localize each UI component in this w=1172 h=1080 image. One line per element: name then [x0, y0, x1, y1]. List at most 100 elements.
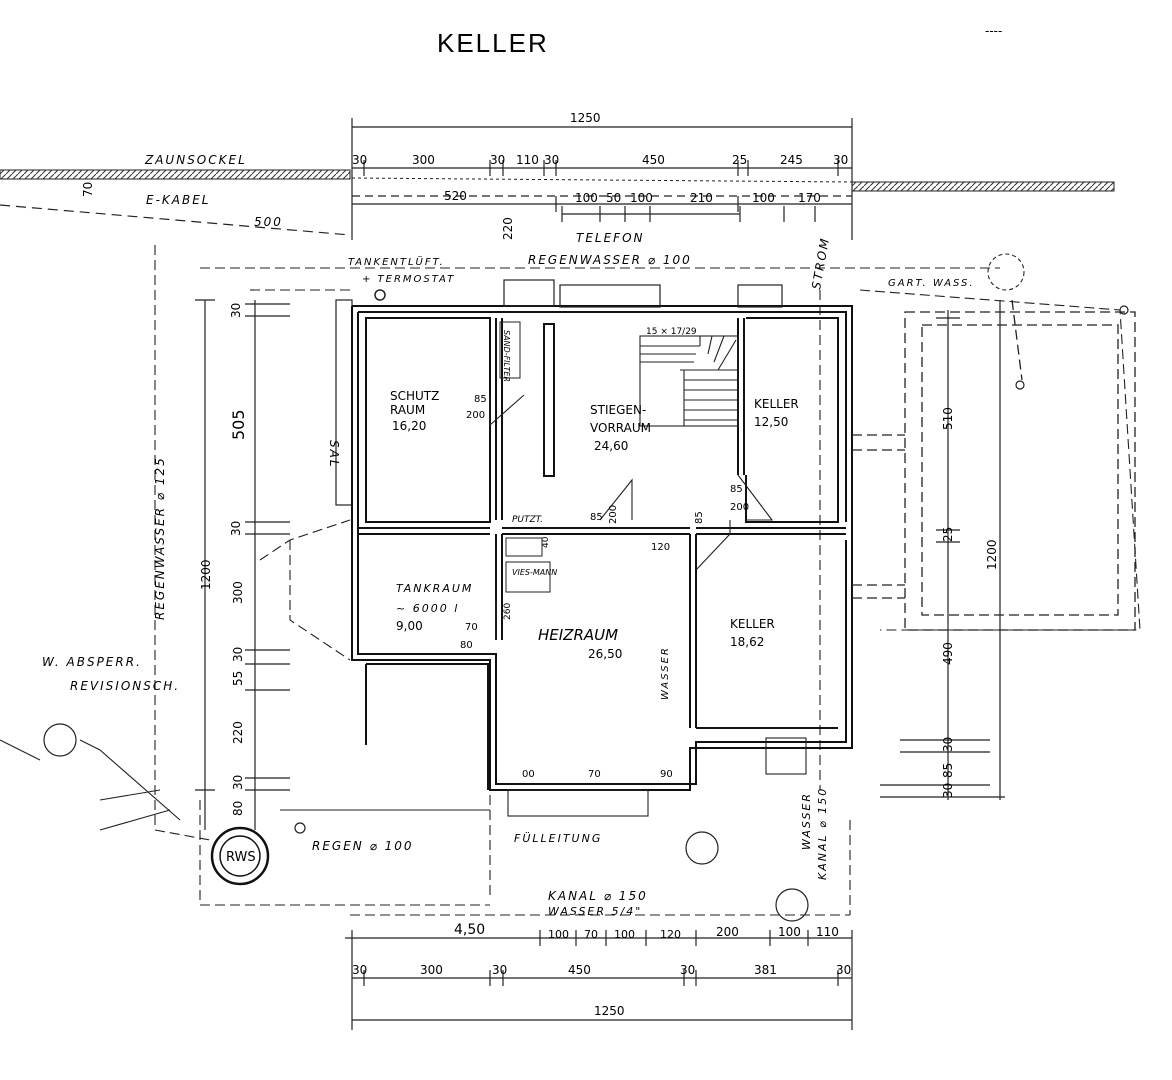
dim-garage-1200: 1200 [985, 539, 999, 570]
dim-bottom-120: 120 [660, 928, 681, 941]
dim-left-55: 55 [231, 671, 245, 686]
door-120: 120 [651, 542, 670, 553]
label-wasser-heiz: WASSER [660, 646, 671, 700]
dim-70: 70 [81, 182, 95, 197]
dim-top-1: 30 [352, 153, 367, 167]
dim-top-total: 1250 [570, 111, 601, 125]
room-tankraum-area: 9,00 [396, 619, 423, 633]
dim-top-100b: 100 [630, 191, 653, 205]
label-e-kabel: E-KABEL [146, 193, 211, 207]
dim-bottom-200: 200 [716, 925, 739, 939]
dim-top-100a: 100 [575, 191, 598, 205]
boiler-box [505, 561, 551, 593]
room-stiegen-area: 24,60 [594, 439, 628, 453]
dim-220: 220 [501, 217, 515, 240]
dim-bottom-100c: 100 [778, 925, 801, 939]
door-40: 40 [541, 536, 551, 548]
dim-top-8: 245 [780, 153, 803, 167]
utility-lines [154, 245, 1141, 916]
label-kanal-bottom: KANAL ⌀ 150 [548, 889, 648, 903]
dim-top-50: 50 [606, 191, 621, 205]
dim-right-85: 85 [941, 763, 955, 778]
building-walls [351, 305, 853, 791]
room-keller2-area: 18,62 [730, 635, 764, 649]
bottom-lightwell [507, 789, 649, 817]
label-termostat: + TERMOSTAT [362, 274, 455, 285]
dim-top-3: 30 [490, 153, 505, 167]
dim-top-520: 520 [444, 189, 467, 203]
dim-bottom-30c: 30 [680, 963, 695, 977]
dim-left-30b: 30 [229, 521, 243, 536]
window-label-1: 00 [522, 769, 535, 780]
door-70: 70 [465, 622, 478, 633]
dim-bottom-30a: 30 [352, 963, 367, 977]
zaunsockel-fence [0, 169, 1115, 192]
window-label-3: 90 [660, 769, 673, 780]
top-windows [503, 279, 783, 308]
garden-water-point-icon [1015, 380, 1025, 390]
label-tankentlueft: TANKENTLÜFT. [348, 255, 445, 268]
room-heizraum-area: 26,50 [588, 647, 622, 661]
room-tankraum-name: TANKRAUM [396, 582, 473, 595]
dim-top-9: 30 [833, 153, 848, 167]
sand-filter-box [499, 321, 521, 379]
rws-shaft-inner [219, 835, 261, 877]
dim-top-210: 210 [690, 191, 713, 205]
label-regenwasser-left: REGENWASSER ⌀ 125 [153, 456, 167, 620]
dim-bottom-300: 300 [420, 963, 443, 977]
door-260: 260 [503, 603, 513, 620]
e-kabel-line [0, 204, 351, 236]
label-putzt: PUTZT. [512, 515, 543, 525]
dim-right-30a: 30 [941, 737, 955, 752]
dim-bottom-30d: 30 [836, 963, 851, 977]
label-telefon: TELEFON [576, 231, 645, 245]
label-gart-wasser: GART. WASS. [888, 278, 975, 289]
dim-top-7: 25 [732, 153, 747, 167]
dim-bottom-total: 1250 [594, 1004, 625, 1018]
door2-height: 200 [730, 502, 749, 513]
room-schutzraum-name1: SCHUTZ [390, 389, 439, 403]
door3-height: 200 [608, 505, 619, 524]
dim-bottom-70: 70 [584, 928, 598, 941]
door-80: 80 [460, 640, 473, 651]
label-wasser-bottom: WASSER 5/4" [548, 905, 642, 918]
room-schutzraum-name2: RAUM [390, 403, 425, 417]
dim-bottom-450b: 450 [568, 963, 591, 977]
room-keller2-name: KELLER [730, 617, 775, 631]
label-vies-mann: VIES-MANN [512, 568, 557, 577]
dim-top-2: 300 [412, 153, 435, 167]
dim-top-170: 170 [798, 191, 821, 205]
revision-shaft-icon [43, 723, 77, 757]
bottom-shaft-icon [685, 831, 719, 865]
top-dimension-ticks [363, 160, 839, 222]
label-fuelleitung: FÜLLEITUNG [514, 832, 602, 845]
dim-left-30a: 30 [229, 303, 243, 318]
wall-fixture-box [505, 537, 543, 557]
header-mark: ---- [985, 24, 1002, 38]
right-lightwell [765, 737, 807, 775]
dim-left-total: 1200 [199, 559, 213, 590]
label-strom: STROM [809, 236, 832, 291]
dim-right-30b: 30 [941, 783, 955, 798]
plan-title: KELLER [437, 28, 549, 58]
door3-width: 85 [590, 512, 603, 523]
room-schutzraum-area: 16,20 [392, 419, 426, 433]
label-kanal-right: KANAL ⌀ 150 [816, 787, 829, 880]
top-dimension-chain [351, 118, 853, 240]
staircase [639, 335, 739, 427]
right-dimension-chain [880, 300, 1005, 800]
dim-bottom-110: 110 [816, 925, 839, 939]
bottom-dimension-chain [345, 930, 853, 1030]
dim-top-6: 450 [642, 153, 665, 167]
room-keller1-area: 12,50 [754, 415, 788, 429]
dim-left-505: 505 [229, 409, 248, 440]
dim-bottom-100a: 100 [548, 928, 569, 941]
left-dimension-chain [195, 299, 290, 830]
label-rws: RWS [226, 850, 256, 865]
dim-top-4: 110 [516, 153, 539, 167]
dim-bottom-100b: 100 [614, 928, 635, 941]
left-site-lines [0, 739, 490, 831]
dim-left-220: 220 [231, 721, 245, 744]
dim-right-490: 490 [941, 642, 955, 665]
dim-garage-25: 25 [941, 527, 955, 542]
